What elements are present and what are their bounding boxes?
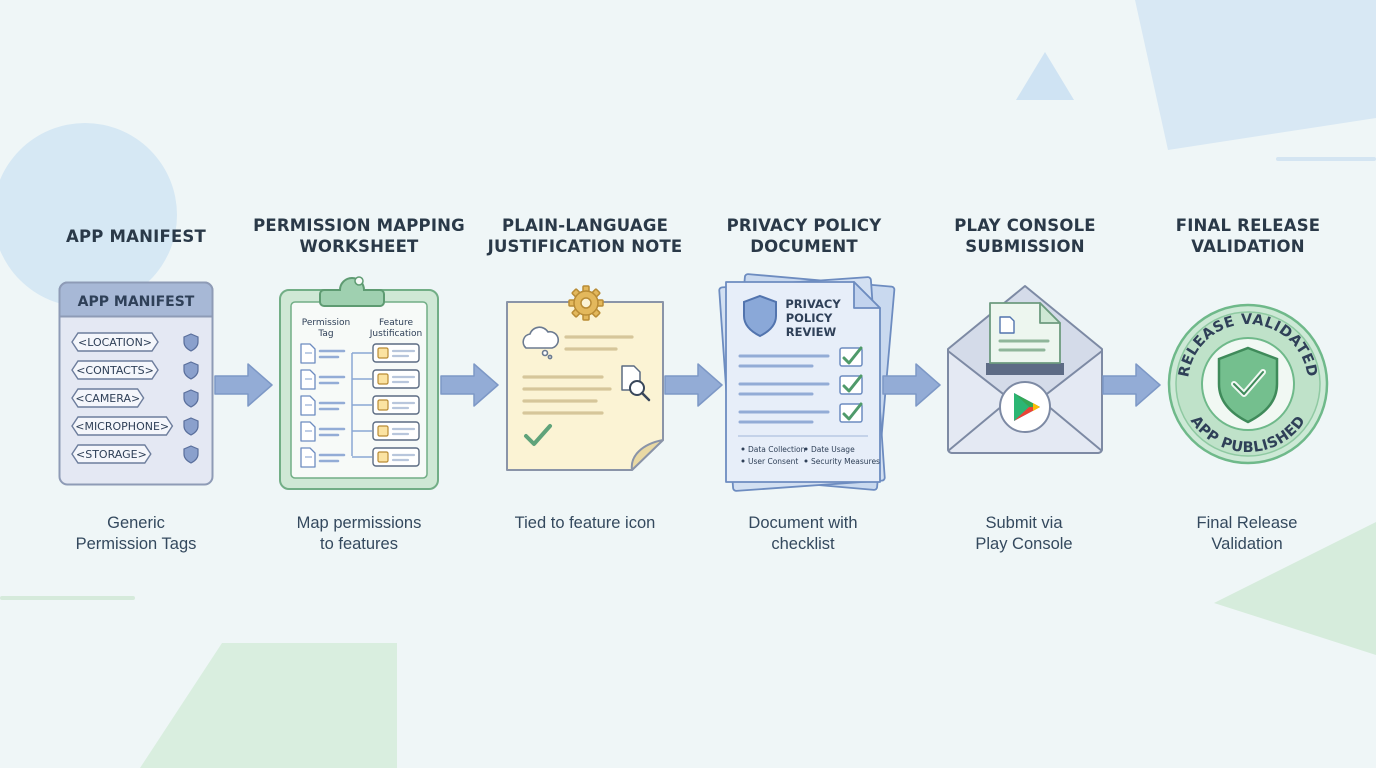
worksheet-row (300, 369, 420, 390)
flow-arrow-3 (664, 363, 723, 407)
policy-bullet-date-usage: Date Usage (811, 445, 855, 454)
shield-icon (183, 389, 199, 408)
permission-tag-label: <CONTACTS> (76, 364, 154, 377)
stage-caption-play-console: Submit via Play Console (975, 514, 1073, 553)
checkbox (377, 347, 389, 359)
stage-title-justification-note: PLAIN-LANGUAGE JUSTIFICATION NOTE (487, 216, 683, 256)
permission-tag: <LOCATION> (71, 332, 199, 352)
bg-blue-quad (1135, 0, 1376, 150)
bg-blue-triangle (1016, 52, 1074, 100)
play-console-envelope (947, 285, 1103, 454)
bg-line-right (1276, 157, 1376, 161)
shield-icon (183, 361, 199, 380)
checkbox (377, 425, 389, 437)
checkmark-icon (524, 424, 552, 446)
permission-tag-label: <STORAGE> (76, 448, 147, 461)
shield-icon (183, 333, 199, 352)
permission-tag-label: <CAMERA> (75, 392, 140, 405)
manifest-panel-header: APP MANIFEST (78, 294, 195, 310)
permission-tag: <CONTACTS> (71, 360, 199, 380)
checkbox (377, 451, 389, 463)
stage-title-permission-mapping: PERMISSION MAPPING WORKSHEET (253, 216, 465, 256)
privacy-policy-document: PRIVACY POLICY REVIEW Data Collection Da… (718, 273, 896, 492)
worksheet-row (300, 395, 420, 416)
stage-title-app-manifest: APP MANIFEST (66, 227, 206, 246)
worksheet-col-justification: Justification (369, 329, 422, 339)
stage-title-play-console: PLAY CONSOLE SUBMISSION (954, 216, 1096, 256)
policy-bullet-security-measures: Security Measures (811, 457, 880, 466)
stage-caption-justification-note: Tied to feature icon (514, 514, 656, 532)
stage-title-privacy-policy: PRIVACY POLICY DOCUMENT (726, 216, 882, 256)
bg-green-triangle (1214, 522, 1376, 655)
doc-title-line-2: POLICY (786, 311, 833, 325)
permission-mapping-clipboard: Permission Tag Feature Justification (279, 276, 439, 490)
checkbox (377, 399, 389, 411)
bg-blue-circle (0, 123, 177, 307)
permission-tag: <CAMERA> (71, 388, 199, 408)
stage-caption-app-manifest: Generic Permission Tags (75, 514, 197, 553)
policy-checklist (839, 346, 863, 423)
permission-tag: <MICROPHONE> (71, 416, 199, 436)
flow-arrow-1 (214, 363, 273, 407)
stage-caption-final-release: Final Release Validation (1196, 514, 1298, 553)
stage-title-final-release: FINAL RELEASE VALIDATION (1175, 216, 1321, 256)
stage-caption-privacy-policy: Document with checklist (748, 514, 858, 553)
gear-icon (568, 285, 604, 321)
document-search-icon (621, 365, 651, 402)
flow-arrow-4 (882, 363, 941, 407)
checkbox (377, 373, 389, 385)
worksheet-col-tag: Tag (317, 329, 333, 339)
doc-title-line-3: REVIEW (786, 325, 837, 339)
policy-bullet-data-collection: Data Collection (748, 445, 806, 454)
stage-caption-permission-mapping: Map permissions to features (296, 514, 422, 553)
worksheet-row (300, 421, 420, 442)
permission-tag: <STORAGE> (71, 444, 199, 464)
worksheet-col-feature: Feature (379, 318, 413, 328)
release-validated-seal: RELEASE VALIDATED APP PUBLISHED (1167, 303, 1329, 465)
doc-title-line-1: PRIVACY (785, 297, 841, 311)
worksheet-row (300, 447, 420, 468)
app-manifest-panel: APP MANIFEST <LOCATION> <CONTACTS> <CAMERA… (58, 281, 214, 486)
shield-icon (183, 445, 199, 464)
bg-green-quad (140, 643, 397, 768)
play-store-icon (1014, 393, 1040, 421)
shield-icon (743, 294, 777, 338)
permission-tag-label: <LOCATION> (78, 336, 152, 349)
worksheet-col-permission: Permission (302, 318, 351, 328)
flow-arrow-5 (1102, 363, 1161, 407)
permission-tag-label: <MICROPHONE> (75, 420, 169, 433)
worksheet-row (300, 343, 420, 364)
policy-bullet-user-consent: User Consent (748, 457, 798, 466)
shield-icon (183, 417, 199, 436)
bg-line-left (0, 596, 135, 600)
thought-cloud-icon (522, 326, 560, 360)
flow-arrow-2 (440, 363, 499, 407)
justification-note (506, 285, 664, 471)
document-icon (989, 302, 1061, 364)
